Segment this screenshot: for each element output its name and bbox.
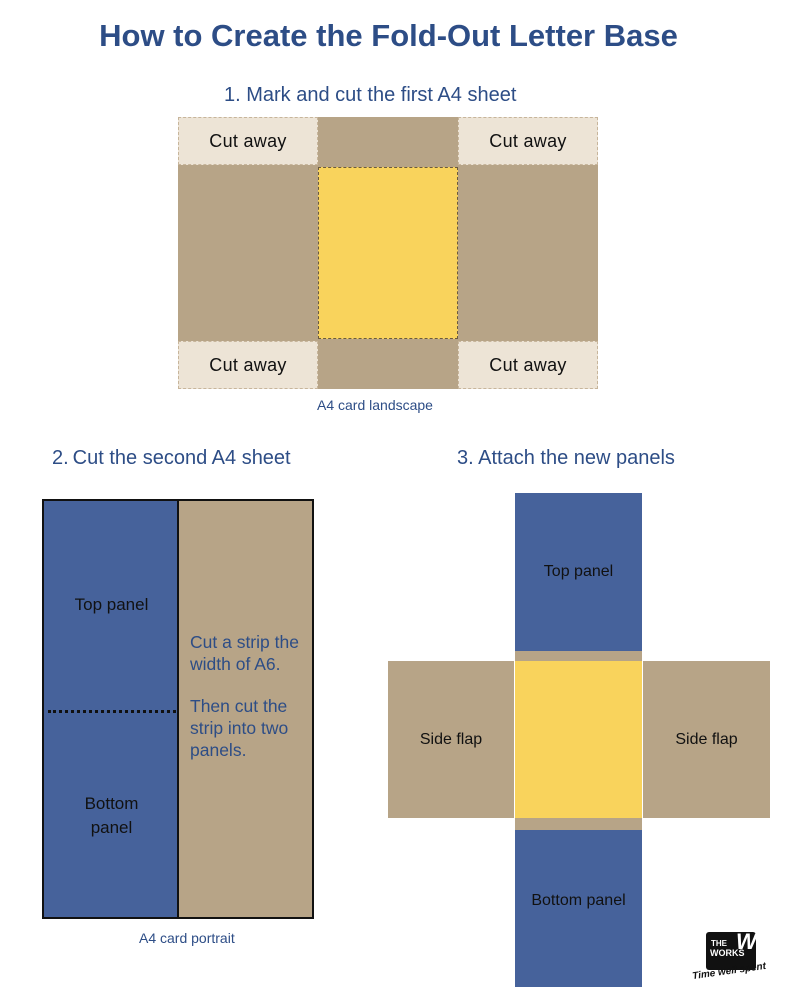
instruction-line-1: Cut a strip the width of A6. [190,632,299,674]
the-works-logo: THE WORKS W [706,929,757,970]
bottom-overlap-tab [515,818,642,830]
bottom-panel-label: Bottom panel [84,794,139,837]
panel-cut-line [48,710,176,713]
cut-away-bottom-right: Cut away [458,341,598,389]
step-1-heading: 1. Mark and cut the first A4 sheet [224,84,517,106]
strip-instructions: Cut a strip the width of A6. Then cut th… [190,631,314,761]
step-1-caption: A4 card landscape [317,397,433,413]
right-side-flap [643,661,770,818]
a4-landscape-diagram: Cut away Cut away Cut away Cut away [178,117,598,389]
left-side-flap [388,661,514,818]
cut-away-bottom-left: Cut away [178,341,318,389]
top-overlap-tab [515,651,642,661]
attached-bottom-panel-label: Bottom panel [531,892,626,909]
right-side-flap-label: Side flap [675,731,738,748]
page-title: How to Create the Fold-Out Letter Base [99,18,678,53]
attached-bottom-panel [515,830,642,987]
attached-top-panel-label: Top panel [543,563,614,580]
step-3-heading: 3. Attach the new panels [457,447,675,469]
step-2-heading: 2. Cut the second A4 sheet [52,447,291,469]
cut-away-top-right: Cut away [458,117,598,165]
logo-the-text: THE [711,939,727,948]
left-side-flap-label: Side flap [419,731,483,748]
logo-w-mark: W [736,929,757,954]
logo-works-text: WORKS [710,948,745,958]
center-panel [515,661,642,818]
instruction-line-2: Then cut the strip into two panels. [190,696,289,760]
a4-portrait-sheet: Top panel Bottom panel Cut a strip the w… [42,499,314,919]
step-2-caption: A4 card portrait [139,930,235,946]
attached-top-panel [515,493,642,651]
center-panel-fold-lines [318,167,458,339]
strip-panel [44,501,179,917]
assembled-base-diagram: Top panel Side flap Side flap Bottom pan… [388,493,770,987]
top-panel-label: Top panel [74,595,149,614]
cut-away-top-left: Cut away [178,117,318,165]
